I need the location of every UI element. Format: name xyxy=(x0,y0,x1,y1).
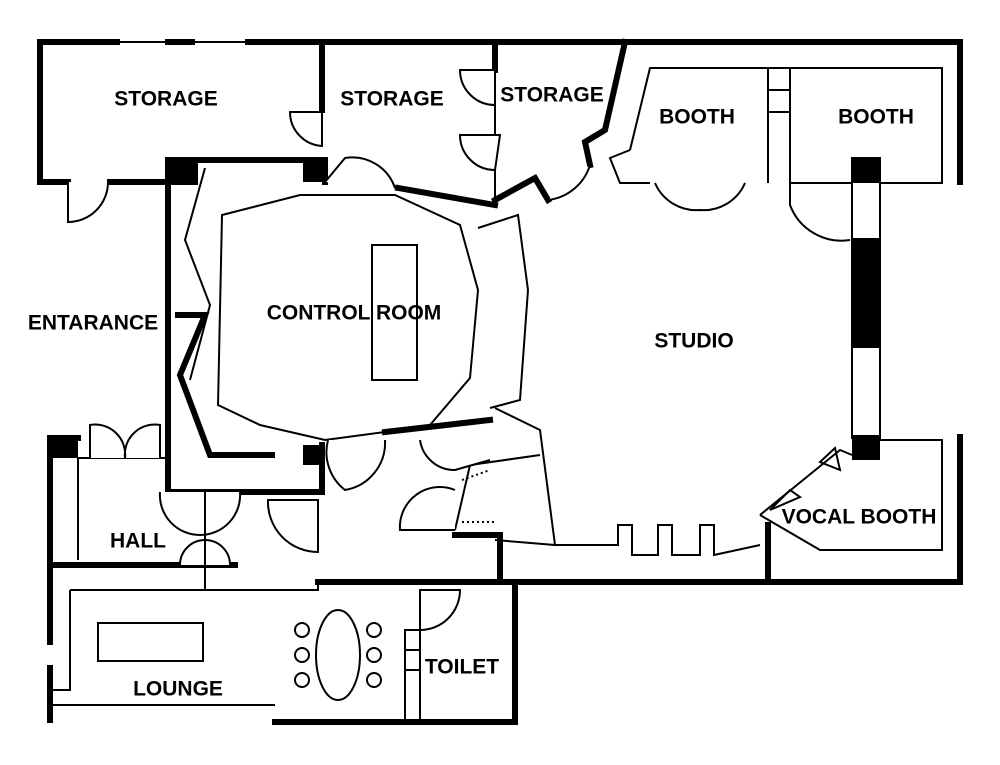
label-booth-2: BOOTH xyxy=(838,106,914,129)
label-studio: STUDIO xyxy=(654,330,733,353)
label-lounge: LOUNGE xyxy=(133,678,223,701)
studio-bottom xyxy=(555,439,943,585)
hall-walls xyxy=(47,423,242,590)
label-storage-1: STORAGE xyxy=(114,88,217,111)
studio-right-wall xyxy=(851,157,881,460)
label-entrance: ENTARANCE xyxy=(28,312,158,335)
control-room-walls xyxy=(165,156,530,495)
lounge-walls xyxy=(52,582,462,720)
label-storage-2: STORAGE xyxy=(340,88,443,111)
label-storage-3: STORAGE xyxy=(500,84,603,107)
label-toilet: TOILET xyxy=(425,656,499,679)
service-area xyxy=(266,407,557,585)
top-windows xyxy=(120,37,245,47)
label-hall: HALL xyxy=(110,530,166,553)
storage-partitions xyxy=(288,38,629,209)
label-vocal-booth: VOCAL BOOTH xyxy=(782,506,937,529)
storage-1-walls xyxy=(37,179,171,224)
label-booth-1: BOOTH xyxy=(659,106,735,129)
label-control-room: CONTROL ROOM xyxy=(267,302,442,325)
booth-walls xyxy=(608,67,943,242)
room-labels: STORAGE STORAGE STORAGE BOOTH BOOTH ENTA… xyxy=(28,84,937,701)
outer-walls xyxy=(37,39,963,725)
